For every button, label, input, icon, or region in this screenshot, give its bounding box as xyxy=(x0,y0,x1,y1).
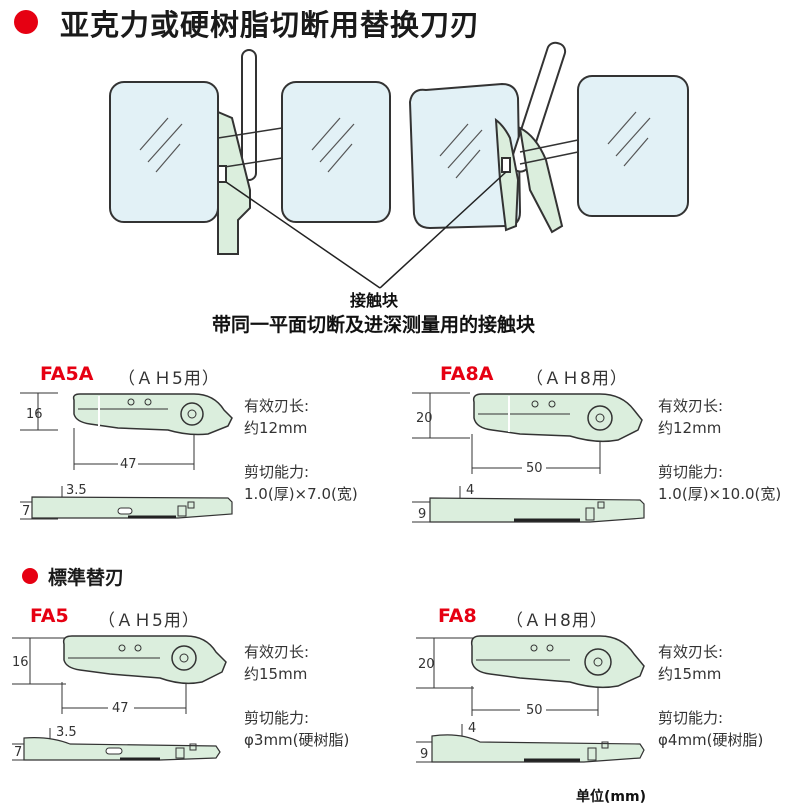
blade-usage-fa5a: （ＡＨ5用） xyxy=(118,369,220,389)
blade-body xyxy=(62,635,227,685)
dim-thickness-fa8: 9 xyxy=(420,747,428,762)
dim-length-fa5: 47 xyxy=(112,701,129,716)
acrylic-plate-right-a xyxy=(408,82,522,230)
spec1-label-fa5: 有效刃长: xyxy=(244,643,310,661)
spec1-value-fa5: 约15mm xyxy=(244,665,308,683)
spec2-label-fa5a: 剪切能力: xyxy=(244,463,310,481)
spec1-label-fa5a: 有效刃长: xyxy=(244,397,310,415)
right-blade-jaw-b xyxy=(518,126,564,234)
dim-length-fa5a: 47 xyxy=(120,457,137,472)
right-contact-block xyxy=(501,157,511,173)
blade-drawing-fa5a: 16 47 7 3.5 xyxy=(20,392,233,520)
spec2-label-fa8: 剪切能力: xyxy=(658,709,724,727)
dim-height-fa5: 16 xyxy=(12,655,29,670)
acrylic-plate-right-b xyxy=(577,75,689,217)
blade-side-view xyxy=(23,737,221,761)
dim-length-fa8a: 50 xyxy=(526,461,543,476)
dim-length-fa8: 50 xyxy=(526,703,543,718)
blade-body xyxy=(472,393,643,443)
blade-side-view xyxy=(31,496,233,519)
spec1-label-fa8: 有效刃长: xyxy=(658,643,724,661)
dim-thickness-fa5a: 7 xyxy=(22,504,30,519)
blade-model-fa5: FA5 xyxy=(30,605,69,627)
dim-thickness-fa8a: 9 xyxy=(418,507,426,522)
spec1-label-fa8a: 有效刃长: xyxy=(658,397,724,415)
blade-body xyxy=(470,635,645,689)
spec2-label-fa8a: 剪切能力: xyxy=(658,463,724,481)
contact-block-illustration xyxy=(109,41,689,289)
left-contact-block xyxy=(217,165,227,183)
dim-step-fa8a: 4 xyxy=(466,483,474,498)
blade-model-fa5a: FA5A xyxy=(40,363,94,385)
standard-section-title: 標準替刃 xyxy=(48,567,125,589)
acrylic-plate-left-b xyxy=(281,81,391,223)
left-blade-shaft xyxy=(241,49,257,181)
blade-drawing-fa8a: 20 50 9 4 xyxy=(412,392,645,523)
spec2-value-fa8a: 1.0(厚)×10.0(宽) xyxy=(658,485,782,503)
acrylic-plate-left-a xyxy=(109,81,219,223)
section-bullet xyxy=(22,568,38,584)
contact-block-label: 接触块 xyxy=(350,291,399,310)
left-blade-body xyxy=(217,110,251,255)
illustration-caption: 带同一平面切断及进深测量用的接触块 xyxy=(212,314,536,336)
dim-step-fa5: 3.5 xyxy=(56,725,77,740)
dim-step-fa5a: 3.5 xyxy=(66,483,87,498)
right-blade-jaw-a xyxy=(494,117,520,232)
page-title: 亚克力或硬树脂切断用替换刀刃 xyxy=(60,8,481,42)
blade-drawing-fa8: 20 50 9 4 xyxy=(416,635,645,763)
blade-model-fa8: FA8 xyxy=(438,605,477,627)
blade-model-fa8a: FA8A xyxy=(440,363,494,385)
blade-body xyxy=(72,393,233,436)
spec1-value-fa8a: 约12mm xyxy=(658,419,722,437)
unit-note: 单位(mm) xyxy=(576,789,646,805)
spec2-label-fa5: 剪切能力: xyxy=(244,709,310,727)
blade-side-view xyxy=(429,497,645,523)
blade-usage-fa5: （ＡＨ5用） xyxy=(98,611,200,631)
pointer-lines xyxy=(225,171,507,289)
dim-height-fa5a: 16 xyxy=(26,407,43,422)
blade-side-view xyxy=(431,734,645,763)
blade-usage-fa8: （ＡＨ8用） xyxy=(506,611,608,631)
spec1-value-fa8: 约15mm xyxy=(658,665,722,683)
spec2-value-fa8: φ4mm(硬树脂) xyxy=(658,731,764,749)
dim-step-fa8: 4 xyxy=(468,721,476,736)
dim-height-fa8: 20 xyxy=(418,657,435,672)
spec1-value-fa5a: 约12mm xyxy=(244,419,308,437)
spec2-value-fa5a: 1.0(厚)×7.0(宽) xyxy=(244,485,358,503)
spec2-value-fa5: φ3mm(硬树脂) xyxy=(244,731,350,749)
blade-usage-fa8a: （ＡＨ8用） xyxy=(526,369,628,389)
dim-thickness-fa5: 7 xyxy=(14,745,22,760)
dim-height-fa8a: 20 xyxy=(416,411,433,426)
blade-drawing-fa5: 16 47 7 3.5 xyxy=(12,635,227,761)
title-bullet xyxy=(14,10,38,34)
